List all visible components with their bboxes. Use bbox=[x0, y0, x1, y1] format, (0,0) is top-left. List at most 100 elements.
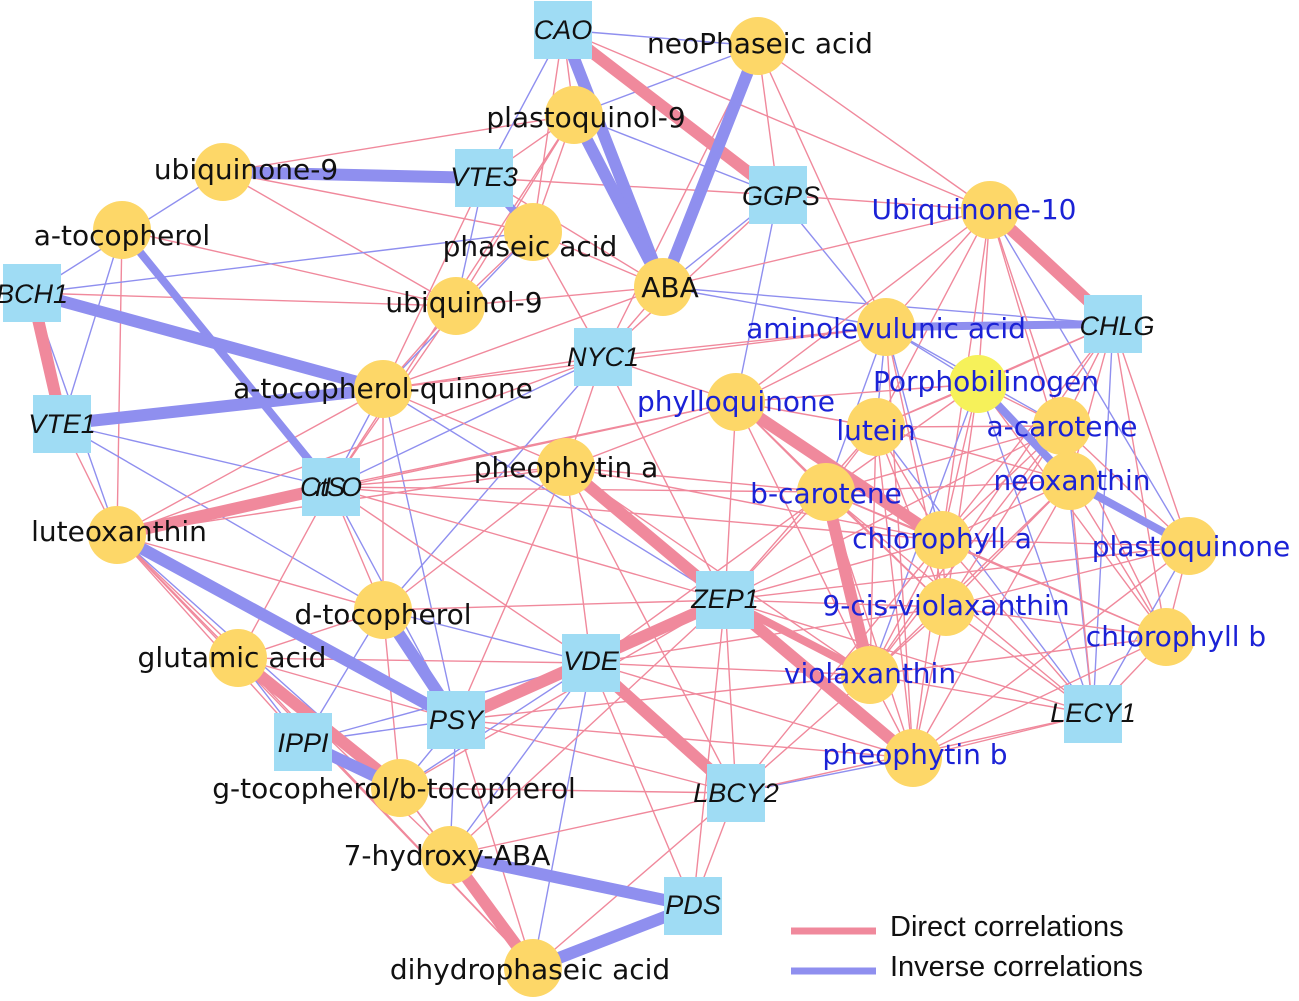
metabolite-label-ubiquinone9: ubiquinone-9 bbox=[154, 153, 338, 186]
legend-direct-label: Direct correlations bbox=[890, 911, 1124, 943]
edge-lutein-neoxanthin bbox=[875, 426, 1071, 482]
edge-ubiquinone10-plastoquinone bbox=[989, 209, 1190, 547]
metabolite-label-chlorophyllb: chlorophyll b bbox=[1086, 620, 1266, 653]
edge-crtiso-zep1 bbox=[330, 486, 726, 601]
metabolite-node-plastoquinol9 bbox=[545, 86, 603, 144]
edge-acarotene-plastoquinone bbox=[1061, 425, 1190, 547]
edge-nyc1-crtiso bbox=[330, 356, 604, 488]
edge-atocopherol-crtiso bbox=[118, 226, 335, 491]
edge-ggps-phylloquinone bbox=[735, 194, 779, 403]
edge-dihydrophaseic-psy bbox=[455, 719, 534, 969]
edge-ubiquinone9-vte3 bbox=[217, 166, 490, 184]
edge-chlg-chlorophyllb bbox=[1112, 323, 1167, 638]
metabolite-node-dtocopherol bbox=[354, 581, 412, 639]
metabolite-label-hydroxyaba: 7-hydroxy-ABA bbox=[344, 839, 551, 872]
gene-node-vte1 bbox=[33, 395, 91, 453]
metabolite-label-plastoquinol9: plastoquinol-9 bbox=[486, 101, 685, 134]
metabolite-label-neoxanthin: neoxanthin bbox=[994, 464, 1151, 497]
edge-acarotene-bcarotene bbox=[825, 425, 1063, 493]
edge-aminolevulinic-atocoquinone bbox=[382, 326, 887, 390]
gene-node-pds bbox=[664, 877, 722, 935]
metabolite-node-luteoxanthin bbox=[88, 506, 146, 564]
edge-hydroxyaba-pds bbox=[444, 849, 699, 912]
edge-psy-lbcy2 bbox=[455, 719, 737, 794]
metabolite-label-lutein: lutein bbox=[836, 414, 915, 447]
metabolite-label-atocopherol: a-tocopherol bbox=[34, 219, 210, 252]
gene-node-vte3 bbox=[455, 149, 513, 207]
edge-nyc1-atocoquinone bbox=[382, 356, 604, 390]
edge-chlg-plastoquinone bbox=[1112, 323, 1190, 547]
metabolite-node-atocoquinone bbox=[354, 360, 412, 418]
gene-label-lecy1: LECY1 bbox=[1050, 698, 1136, 728]
edge-zep1-pheophytinb bbox=[719, 594, 919, 764]
edge-lutein-acarotene bbox=[875, 425, 1063, 428]
edge-cao-neophaseic bbox=[562, 29, 759, 47]
edge-cao-ggps bbox=[557, 24, 784, 201]
metabolite-label-luteoxanthin: luteoxanthin bbox=[31, 515, 207, 548]
metabolite-node-pheophytinb bbox=[884, 729, 942, 787]
metabolite-node-cisviolaxanthin bbox=[917, 578, 975, 636]
gene-node-cao bbox=[534, 1, 592, 59]
edge-ubiquinone9-plastoquinol9 bbox=[222, 114, 575, 173]
edge-violaxanthin-lecy1 bbox=[869, 674, 1094, 715]
gene-node-lecy1 bbox=[1064, 685, 1122, 743]
metabolite-node-pheophytina bbox=[537, 438, 595, 496]
edge-bcarotene-pheophytina bbox=[565, 466, 827, 493]
edge-chlorophylla-pheophytinb bbox=[912, 539, 943, 759]
edge-chlorophylla-chlorophyllb bbox=[941, 539, 1167, 638]
edge-pheophytina-vde bbox=[565, 466, 592, 664]
metabolite-node-atocopherol bbox=[93, 201, 151, 259]
metabolite-label-bcarotene: b-carotene bbox=[750, 477, 902, 510]
edge-crtiso-vde bbox=[330, 486, 592, 664]
gene-node-zep1 bbox=[696, 571, 754, 629]
metabolite-node-bcarotene bbox=[797, 463, 855, 521]
edge-dtocopherol-gbtocopherol bbox=[382, 609, 401, 789]
metabolite-node-hydroxyaba bbox=[421, 826, 479, 884]
metabolite-label-ubiquinol9: ubiquinol-9 bbox=[385, 286, 542, 319]
metabolite-label-glutamic: glutamic acid bbox=[138, 641, 327, 674]
metabolite-label-phaseic: phaseic acid bbox=[443, 230, 618, 263]
edge-zep1-lecy1 bbox=[724, 599, 1094, 715]
edge-nyc1-zep1 bbox=[602, 356, 726, 601]
edge-chlorophylla-zep1 bbox=[724, 539, 943, 601]
edge-vte3-atocoquinone bbox=[382, 177, 485, 390]
metabolite-node-ubiquinone10 bbox=[961, 181, 1019, 239]
gene-label-ggps: GGPS bbox=[742, 181, 820, 211]
metabolite-node-acarotene bbox=[1033, 397, 1091, 455]
metabolite-node-porphobilinogen bbox=[949, 355, 1007, 413]
metabolite-node-neoxanthin bbox=[1041, 452, 1099, 510]
edge-lbcy2-chlorophylla bbox=[735, 539, 943, 794]
gene-label-vde: VDE bbox=[563, 646, 620, 676]
metabolite-label-dtocopherol: d-tocopherol bbox=[294, 598, 471, 631]
edge-plastoquinone-cisviolaxanthin bbox=[945, 545, 1190, 608]
gene-label-ippi: IPPI bbox=[277, 728, 329, 758]
gene-node-bch1 bbox=[3, 264, 61, 322]
gene-label-crtiso: CrtISO bbox=[300, 472, 362, 502]
edge-vte1-atocoquinone bbox=[56, 383, 389, 430]
metabolite-label-dihydrophaseic: dihydrophaseic acid bbox=[390, 953, 670, 986]
metabolite-node-aba bbox=[634, 258, 692, 316]
metabolite-node-dihydrophaseic bbox=[504, 939, 562, 997]
legend-inverse-label: Inverse correlations bbox=[890, 951, 1143, 983]
edge-cao-ubiquinone10 bbox=[562, 29, 991, 211]
gene-label-cao: CAO bbox=[534, 15, 593, 45]
edge-violaxanthin-vde bbox=[590, 662, 871, 676]
metabolite-label-ubiquinone10: Ubiquinone-10 bbox=[872, 193, 1077, 226]
edge-chlorophylla-plastoquinone bbox=[941, 539, 1190, 547]
metabolite-node-ubiquinol9 bbox=[427, 277, 485, 335]
metabolite-label-neophaseic: neoPhaseic acid bbox=[647, 27, 873, 60]
metabolite-label-aba: ABA bbox=[641, 271, 699, 304]
gene-node-vde bbox=[562, 634, 620, 692]
gene-node-chlg bbox=[1084, 295, 1142, 353]
edge-dtocopherol-zep1 bbox=[382, 599, 726, 611]
edge-neoxanthin-chlorophyllb bbox=[1069, 480, 1167, 638]
edge-neophaseic-aba bbox=[657, 40, 764, 293]
node-layer bbox=[3, 1, 1218, 997]
metabolite-node-ubiquinone9 bbox=[194, 143, 252, 201]
gene-node-ippi bbox=[274, 713, 332, 771]
metabolite-label-violaxanthin: violaxanthin bbox=[784, 657, 956, 690]
edge-bch1-atocoquinone bbox=[26, 287, 389, 395]
edge-vte3-ggps bbox=[483, 177, 779, 196]
edge-ubiquinone10-acarotene bbox=[989, 209, 1063, 427]
gene-label-zep1: ZEP1 bbox=[690, 584, 759, 614]
